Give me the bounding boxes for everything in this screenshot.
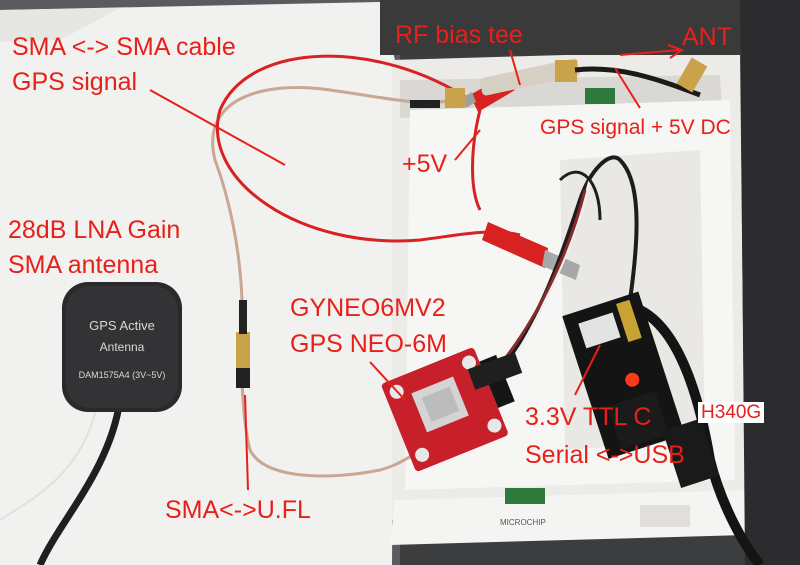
antenna-print-line1: GPS Active — [89, 318, 155, 333]
antenna-print-line2: Antenna — [100, 340, 145, 354]
label-gps-signal: GPS signal — [12, 68, 138, 96]
label-sma-cable: SMA <-> SMA cable — [12, 33, 236, 61]
label-module-model: GPS NEO-6M — [290, 330, 447, 358]
label-ant: ANT — [682, 23, 732, 51]
label-ttl: 3.3V TTL C — [525, 403, 652, 431]
antenna-print-line3: DAM1575A4 (3V~5V) — [79, 370, 166, 380]
label-sma-ufl: SMA<->U.FL — [165, 496, 311, 524]
box-lid — [0, 2, 395, 565]
label-gps-signal-dc: GPS signal + 5V DC — [540, 116, 731, 139]
label-chip: H340G — [698, 402, 765, 423]
label-lna-gain: 28dB LNA Gain — [8, 216, 181, 244]
svg-text:MICROCHIP: MICROCHIP — [500, 518, 546, 527]
usb-ttl-adapter — [562, 291, 720, 488]
label-sma-antenna: SMA antenna — [8, 251, 159, 279]
label-module-name: GYNEO6MV2 — [290, 294, 446, 322]
label-serial-usb: Serial <->USB — [525, 441, 685, 469]
label-plus5v: +5V — [402, 150, 448, 178]
gps-antenna-puck: GPS Active Antenna DAM1575A4 (3V~5V) — [62, 282, 182, 412]
label-rf-bias-tee: RF bias tee — [395, 21, 523, 49]
